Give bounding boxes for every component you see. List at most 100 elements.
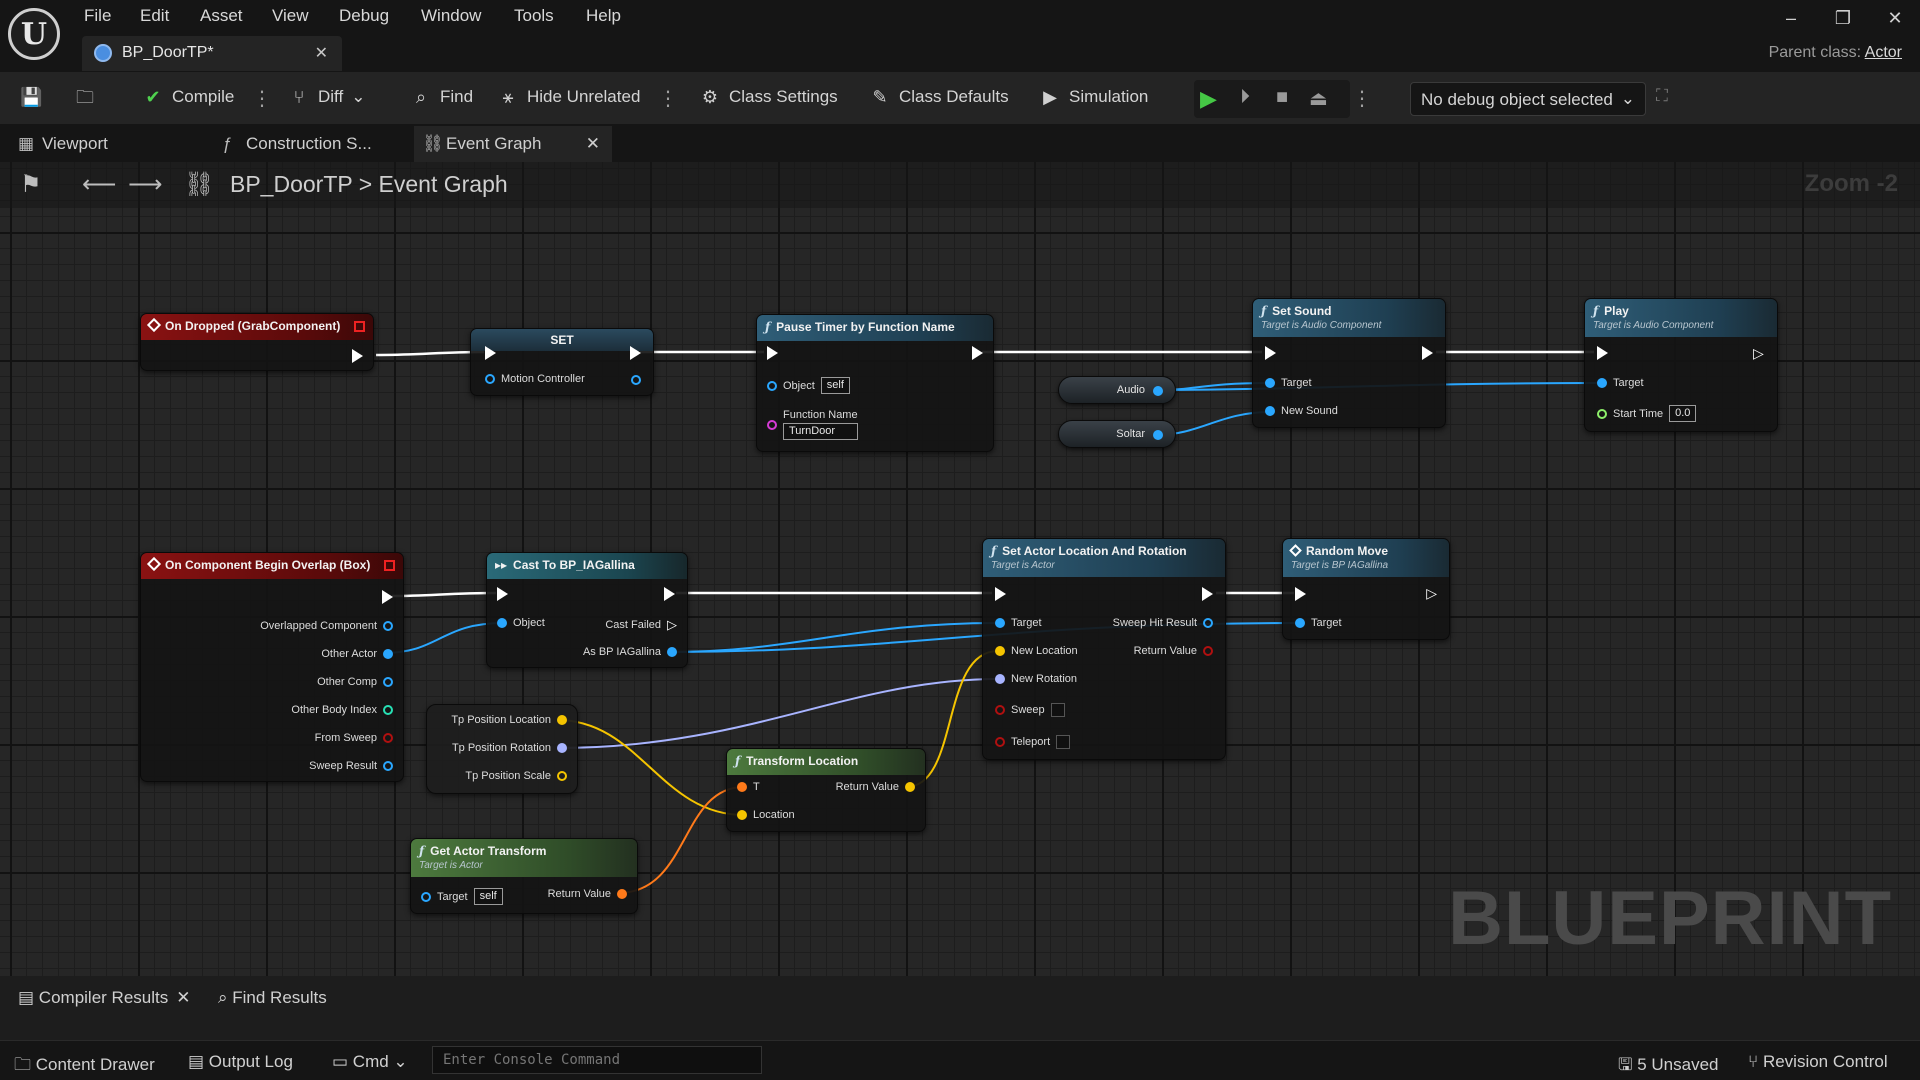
object-out-pin[interactable]: [1153, 386, 1163, 396]
exec-out-pin-empty[interactable]: ▷: [1426, 585, 1437, 601]
pin-motion-controller[interactable]: Motion Controller: [485, 373, 585, 385]
node-audio-variable[interactable]: Audio: [1058, 376, 1176, 404]
pin-other-actor[interactable]: Other Actor: [321, 648, 393, 660]
exec-in-pin[interactable]: [485, 346, 496, 360]
object-out-pin[interactable]: [1153, 430, 1163, 440]
close-tab-icon[interactable]: ✕: [314, 45, 328, 62]
debug-filter-icon[interactable]: ⛶: [1656, 86, 1668, 105]
pin-overlapped-component[interactable]: Overlapped Component: [260, 620, 393, 632]
node-tp-position-variables[interactable]: Tp Position Location Tp Position Rotatio…: [426, 704, 578, 794]
delegate-pin[interactable]: [354, 321, 365, 332]
exec-in-pin[interactable]: [767, 346, 778, 360]
exec-out-pin[interactable]: [664, 587, 675, 601]
browse-button[interactable]: 🗀: [74, 86, 96, 108]
menu-help[interactable]: Help: [586, 6, 621, 25]
stop-icon[interactable]: ■: [1276, 86, 1289, 108]
sweep-checkbox[interactable]: [1050, 703, 1065, 717]
parent-class-link[interactable]: Actor: [1864, 44, 1902, 61]
node-on-component-begin-overlap[interactable]: On Component Begin Overlap (Box) Overlap…: [140, 552, 404, 782]
menu-asset[interactable]: Asset: [200, 6, 243, 25]
pin-target[interactable]: Target: [995, 617, 1042, 629]
play-icon[interactable]: ▶: [1200, 86, 1217, 111]
graph-hierarchy-icon[interactable]: ⛓: [184, 171, 215, 198]
compile-options-icon[interactable]: ⋮: [252, 88, 272, 110]
forward-arrow-icon[interactable]: ⟶: [128, 171, 163, 198]
eject-icon[interactable]: ⏏: [1309, 88, 1328, 110]
class-defaults-button[interactable]: ✎Class Defaults: [869, 86, 1008, 108]
pin-as-bp-iagallina[interactable]: As BP IAGallina: [583, 646, 677, 658]
play-options-icon[interactable]: ⋮: [1352, 88, 1372, 110]
pin-return-value[interactable]: Return Value: [836, 781, 915, 793]
pin-cast-failed[interactable]: ▷Cast Failed: [605, 617, 677, 633]
menu-window[interactable]: Window: [421, 6, 482, 25]
restore-icon[interactable]: ❐: [1834, 8, 1852, 28]
compile-button[interactable]: ✔Compile: [142, 86, 234, 108]
exec-out-pin-empty[interactable]: ▷: [1753, 345, 1764, 361]
pin-tp-position-scale[interactable]: Tp Position Scale: [465, 770, 567, 782]
pin-sweep-hit-result[interactable]: Sweep Hit Result: [1113, 617, 1213, 629]
teleport-checkbox[interactable]: [1056, 735, 1071, 749]
find-button[interactable]: ⌕Find: [410, 86, 473, 108]
tab-compiler-results[interactable]: ▤ Compiler Results✕: [18, 988, 190, 1008]
output-log-button[interactable]: ▤ Output Log: [188, 1052, 293, 1072]
hide-unrelated-button[interactable]: ⚹Hide Unrelated: [497, 86, 641, 108]
hide-options-icon[interactable]: ⋮: [658, 88, 678, 110]
target-value-field[interactable]: self: [473, 888, 503, 905]
pin-t[interactable]: T: [737, 781, 760, 793]
pin-new-location[interactable]: New Location: [995, 645, 1078, 657]
pin-teleport[interactable]: Teleport: [995, 735, 1071, 749]
delegate-pin[interactable]: [384, 560, 395, 571]
bookmark-icon[interactable]: ⚑: [20, 171, 42, 198]
tab-event-graph[interactable]: ⛓Event Graph✕: [414, 126, 612, 162]
pin-new-rotation[interactable]: New Rotation: [995, 673, 1077, 685]
exec-out-pin[interactable]: [382, 590, 393, 604]
exec-out-pin[interactable]: [1422, 346, 1433, 360]
object-out-pin[interactable]: [631, 375, 641, 385]
menu-tools[interactable]: Tools: [514, 6, 554, 25]
start-time-field[interactable]: 0.0: [1669, 405, 1697, 422]
pin-sweep-result[interactable]: Sweep Result: [309, 760, 393, 772]
pin-tp-position-rotation[interactable]: Tp Position Rotation: [452, 742, 567, 754]
exec-out-pin[interactable]: [352, 349, 363, 363]
pin-target[interactable]: Target: [1597, 377, 1644, 389]
back-arrow-icon[interactable]: ⟵: [82, 171, 117, 198]
exec-out-pin[interactable]: [1202, 587, 1213, 601]
simulation-button[interactable]: ▶Simulation: [1039, 86, 1148, 108]
content-drawer-button[interactable]: 🗀 Content Drawer: [14, 1052, 155, 1080]
pin-from-sweep[interactable]: From Sweep: [315, 732, 393, 744]
pin-target[interactable]: Target: [1265, 377, 1312, 389]
minimize-icon[interactable]: –: [1785, 8, 1796, 28]
diff-button[interactable]: ⑂Diff⌄: [288, 86, 366, 108]
pin-other-comp[interactable]: Other Comp: [317, 676, 393, 688]
unsaved-button[interactable]: 🖫 5 Unsaved: [1618, 1052, 1719, 1080]
tab-viewport[interactable]: ▦Viewport: [18, 126, 118, 162]
menu-edit[interactable]: Edit: [140, 6, 170, 25]
tab-find-results[interactable]: ⌕ Find Results: [218, 988, 327, 1008]
revision-control-button[interactable]: ⑂ Revision Control: [1748, 1052, 1888, 1072]
exec-in-pin[interactable]: [1265, 346, 1276, 360]
menu-debug[interactable]: Debug: [339, 6, 390, 25]
step-icon[interactable]: ⏵: [1240, 86, 1250, 108]
close-tab-icon[interactable]: ✕: [176, 988, 191, 1007]
breadcrumb-root[interactable]: BP_DoorTP: [230, 171, 353, 197]
object-value-field[interactable]: self: [820, 377, 850, 394]
menu-view[interactable]: View: [272, 6, 309, 25]
pin-sweep[interactable]: Sweep: [995, 703, 1065, 717]
pin-tp-position-location[interactable]: Tp Position Location: [451, 714, 567, 726]
exec-out-pin[interactable]: [630, 346, 641, 360]
close-window-icon[interactable]: ✕: [1887, 8, 1903, 28]
exec-out-pin[interactable]: [972, 346, 983, 360]
function-name-field[interactable]: TurnDoor: [783, 423, 858, 440]
pin-location[interactable]: Location: [737, 809, 795, 821]
